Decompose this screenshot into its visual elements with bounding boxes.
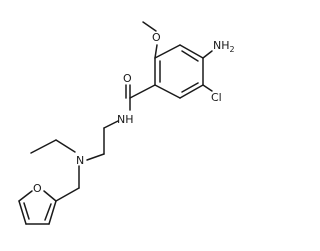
bond-furan-1 bbox=[48, 200, 57, 225]
chloro-label: Cl bbox=[211, 91, 222, 104]
bond-ring-5 bbox=[154, 84, 181, 99]
tertiary-nitrogen-label: N bbox=[76, 154, 84, 167]
bond-ring-1 bbox=[154, 44, 181, 59]
bond-ring-double-2 bbox=[181, 82, 199, 93]
bond-methyl-o bbox=[142, 21, 157, 32]
bond-furan-double-2 bbox=[23, 202, 30, 220]
bond-ethyl-ch3 bbox=[30, 139, 57, 154]
bond-nh-ch2 bbox=[103, 120, 119, 129]
bond-o-ring bbox=[154, 44, 158, 59]
amine-label-text: NH bbox=[213, 39, 230, 52]
bond-furan-3 bbox=[18, 200, 27, 225]
bond-ring-carbonyl bbox=[129, 84, 156, 99]
methoxy-oxygen-label: O bbox=[152, 31, 161, 44]
furan-oxygen-label: O bbox=[33, 182, 42, 195]
bond-ring-4 bbox=[179, 84, 204, 99]
bond-furan-5 bbox=[43, 190, 57, 202]
bond-ring-2 bbox=[179, 44, 204, 59]
bond-ch2-furan bbox=[55, 187, 80, 202]
bond-ring-double-1 bbox=[181, 50, 199, 62]
bond-ring-amine bbox=[202, 50, 213, 59]
bond-n-ethyl-ch2 bbox=[55, 139, 76, 153]
bond-ring-chloro bbox=[202, 84, 213, 92]
molecule-drawing: O NH2 Cl O NH N O bbox=[18, 21, 235, 225]
bond-furan-double-1 bbox=[44, 203, 52, 221]
bond-furan-4 bbox=[18, 190, 33, 202]
bond-ch2-n bbox=[86, 153, 105, 161]
amine-subscript: 2 bbox=[230, 45, 235, 54]
carbonyl-oxygen-label: O bbox=[123, 72, 132, 85]
amide-nh-label: NH bbox=[117, 113, 134, 126]
amine-label: NH2 bbox=[213, 39, 235, 54]
chemical-structure-canvas: O NH2 Cl O NH N O bbox=[18, 21, 235, 225]
